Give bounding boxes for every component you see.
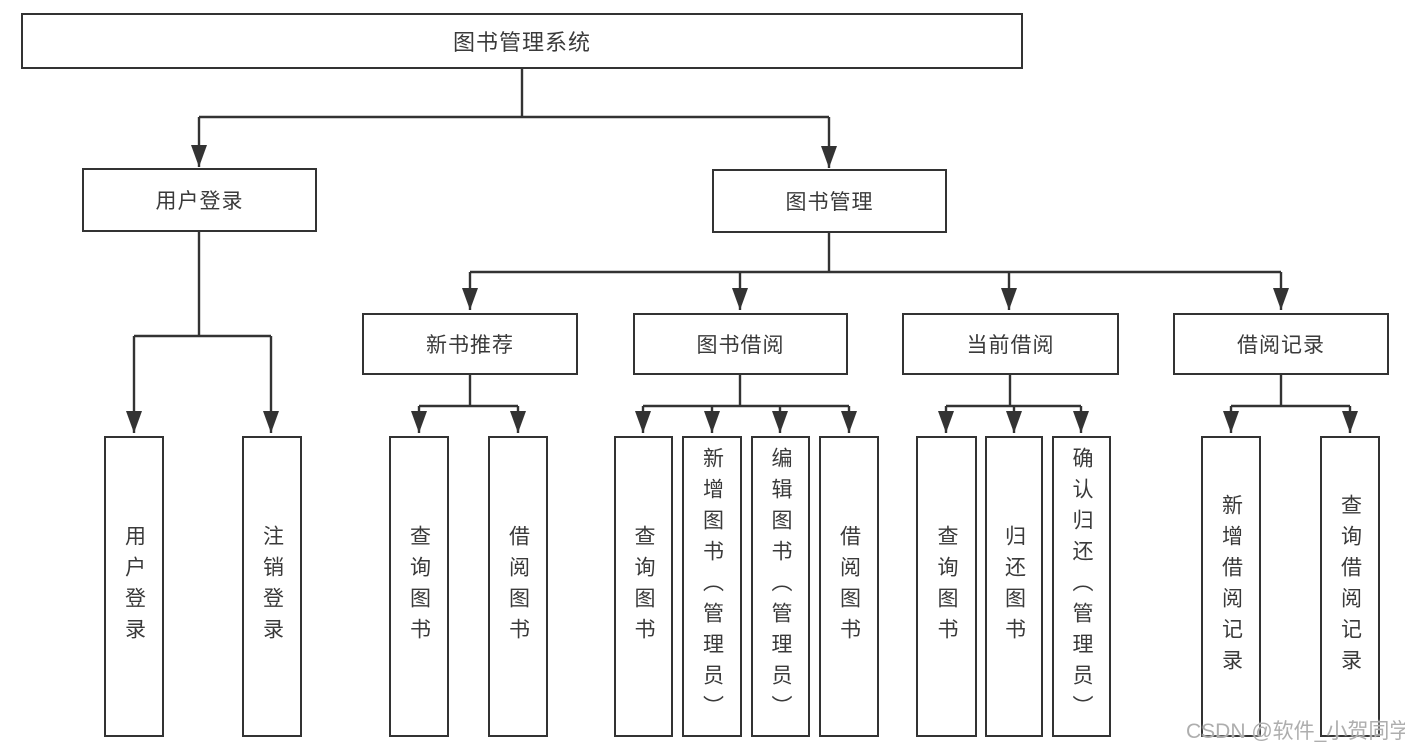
leaf-logout: 注销登录	[242, 436, 302, 737]
leaf-confirm-return-admin-label: 确认归还（管理员）	[1070, 447, 1093, 726]
node-library-management-system: 图书管理系统	[21, 13, 1023, 69]
leaf-add-borrow-record: 新增借阅记录	[1201, 436, 1261, 737]
leaf-add-borrow-record-label: 新增借阅记录	[1219, 493, 1243, 680]
leaf-logout-label: 注销登录	[260, 524, 284, 649]
node-book-management: 图书管理	[712, 169, 947, 233]
leaf-user-login: 用户登录	[104, 436, 164, 737]
leaf-user-login-label: 用户登录	[122, 524, 146, 649]
node-new-book-recommendation: 新书推荐	[362, 313, 578, 375]
leaf-query-borrow-record-label: 查询借阅记录	[1338, 493, 1362, 680]
leaf-query-books-recommend-label: 查询图书	[407, 524, 431, 649]
node-user-login: 用户登录	[82, 168, 317, 232]
leaf-return-book: 归还图书	[985, 436, 1043, 737]
watermark: CSDN @软件_小贺同学	[1186, 720, 1405, 743]
leaf-query-books-borrowing: 查询图书	[614, 436, 673, 737]
node-borrowing-records: 借阅记录	[1173, 313, 1389, 375]
leaf-query-books-current: 查询图书	[916, 436, 977, 737]
leaf-add-book-admin: 新增图书（管理员）	[682, 436, 742, 737]
leaf-query-books-borrowing-label: 查询图书	[632, 524, 655, 649]
leaf-edit-book-admin-label: 编辑图书（管理员）	[769, 447, 792, 726]
leaf-return-book-label: 归还图书	[1002, 524, 1026, 649]
leaf-add-book-admin-label: 新增图书（管理员）	[700, 447, 724, 726]
node-book-borrowing: 图书借阅	[633, 313, 848, 375]
leaf-query-books-recommend: 查询图书	[389, 436, 449, 737]
leaf-borrow-books: 借阅图书	[819, 436, 879, 737]
leaf-edit-book-admin: 编辑图书（管理员）	[751, 436, 810, 737]
leaf-query-borrow-record: 查询借阅记录	[1320, 436, 1380, 737]
leaf-borrow-books-recommend: 借阅图书	[488, 436, 548, 737]
leaf-borrow-books-recommend-label: 借阅图书	[506, 524, 530, 649]
leaf-confirm-return-admin: 确认归还（管理员）	[1052, 436, 1111, 737]
leaf-query-books-current-label: 查询图书	[935, 524, 958, 649]
leaf-borrow-books-label: 借阅图书	[837, 524, 861, 649]
node-current-borrowing: 当前借阅	[902, 313, 1119, 375]
